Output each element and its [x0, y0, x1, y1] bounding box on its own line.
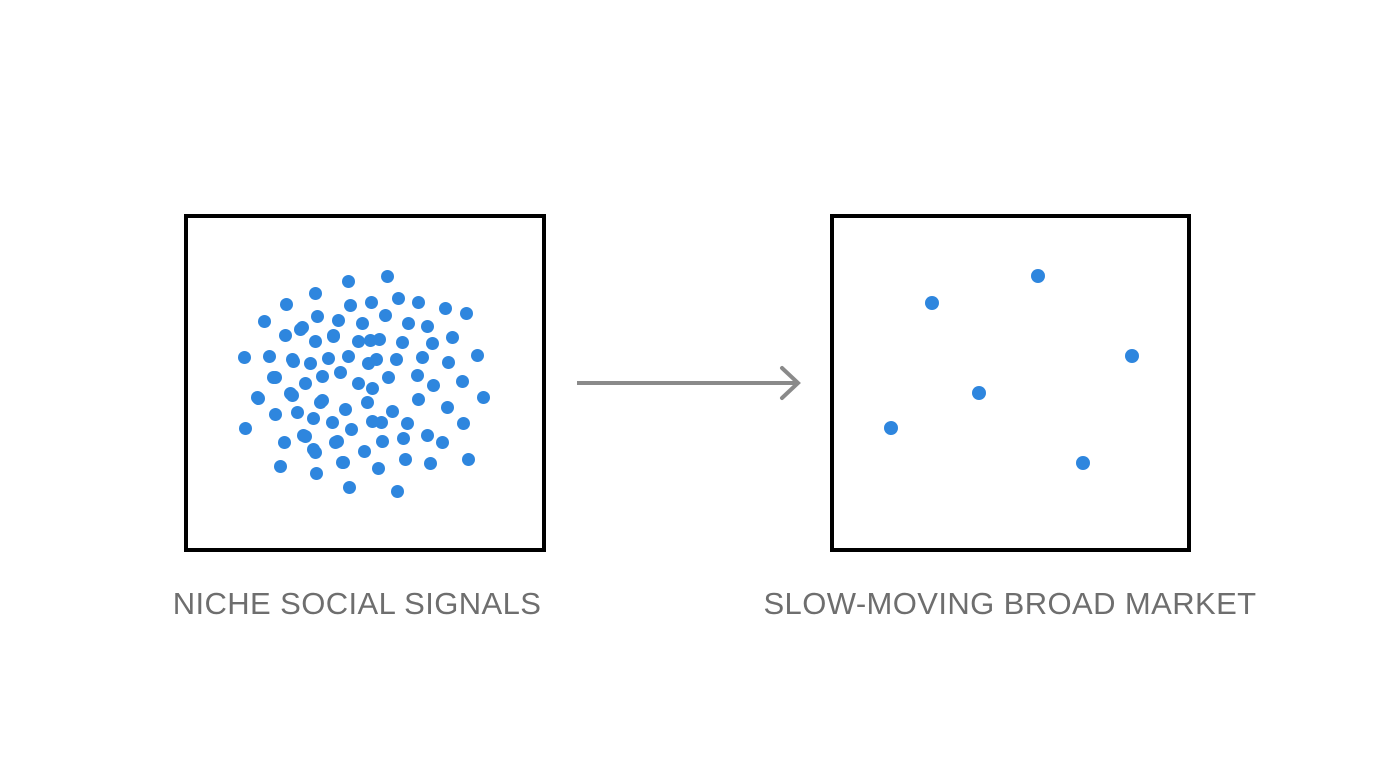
scatter-dot — [285, 352, 299, 366]
scatter-dot — [268, 407, 282, 421]
scatter-dot — [315, 369, 329, 383]
scatter-dot — [420, 319, 434, 333]
scatter-dot — [459, 306, 473, 320]
scatter-dot — [333, 365, 347, 379]
scatter-dot — [438, 301, 452, 315]
scatter-dot — [351, 334, 365, 348]
scatter-dot — [295, 320, 309, 334]
scatter-dot — [461, 452, 475, 466]
scatter-dot — [972, 386, 986, 400]
scatter-dot — [331, 313, 345, 327]
scatter-dot — [364, 295, 378, 309]
scatter-dot — [425, 336, 439, 350]
scatter-dot — [420, 428, 434, 442]
scatter-dot — [266, 370, 280, 384]
scatter-dot — [278, 328, 292, 342]
scatter-dot — [279, 297, 293, 311]
scatter-dot — [389, 352, 403, 366]
scatter-dot — [445, 330, 459, 344]
scatter-dot — [328, 435, 342, 449]
scatter-dot — [884, 421, 898, 435]
scatter-dot — [309, 466, 323, 480]
scatter-dot — [257, 314, 271, 328]
scatter-dot — [476, 390, 490, 404]
scatter-dot — [277, 435, 291, 449]
scatter-dot — [321, 351, 335, 365]
scatter-dot — [341, 274, 355, 288]
scatter-dot — [410, 368, 424, 382]
scatter-dot — [435, 435, 449, 449]
scatter-dot — [342, 480, 356, 494]
scatter-dot — [378, 308, 392, 322]
scatter-dot — [401, 316, 415, 330]
scatter-dot — [336, 455, 350, 469]
scatter-dot — [411, 392, 425, 406]
scatter-dot — [238, 421, 252, 435]
scatter-dot — [400, 416, 414, 430]
scatter-dot — [1076, 456, 1090, 470]
scatter-dot — [343, 298, 357, 312]
scatter-dot — [237, 350, 251, 364]
scatter-dot — [1031, 269, 1045, 283]
scatter-dot — [308, 286, 322, 300]
scatter-dot — [344, 422, 358, 436]
scatter-dot — [426, 378, 440, 392]
scatter-dot — [456, 416, 470, 430]
scatter-dot — [390, 484, 404, 498]
scatter-dot — [455, 374, 469, 388]
scatter-dot — [398, 452, 412, 466]
scatter-dot — [380, 269, 394, 283]
scatter-dot — [395, 335, 409, 349]
scatter-dot — [391, 291, 405, 305]
panel-caption-slow-moving-broad-market: SLOW-MOVING BROAD MARKET — [763, 586, 1257, 621]
scatter-dot — [411, 295, 425, 309]
scatter-dot — [296, 428, 310, 442]
scatter-dot — [361, 356, 375, 370]
scatter-dot — [1125, 349, 1139, 363]
scatter-dot — [313, 395, 327, 409]
scatter-dot — [262, 349, 276, 363]
scatter-box-right — [830, 214, 1191, 552]
flow-arrow — [577, 363, 817, 403]
scatter-dot — [326, 329, 340, 343]
scatter-dot — [365, 381, 379, 395]
panel-caption-niche-social-signals: NICHE SOCIAL SIGNALS — [172, 586, 542, 621]
scatter-dot — [298, 376, 312, 390]
scatter-dot — [357, 444, 371, 458]
scatter-dot — [363, 333, 377, 347]
scatter-dot — [325, 415, 339, 429]
scatter-dot — [308, 445, 322, 459]
scatter-dot — [360, 395, 374, 409]
scatter-dot — [440, 400, 454, 414]
scatter-dot — [925, 296, 939, 310]
arrow-right-icon — [577, 366, 801, 400]
scatter-dots-left — [188, 218, 542, 548]
scatter-dot — [306, 411, 320, 425]
scatter-box-left — [184, 214, 546, 552]
scatter-dot — [251, 391, 265, 405]
scatter-dot — [341, 349, 355, 363]
scatter-dot — [351, 376, 365, 390]
scatter-dot — [303, 356, 317, 370]
scatter-dot — [385, 404, 399, 418]
scatter-dot — [374, 415, 388, 429]
scatter-dot — [338, 402, 352, 416]
scatter-dot — [441, 355, 455, 369]
scatter-dot — [371, 461, 385, 475]
scatter-dot — [415, 350, 429, 364]
scatter-dot — [381, 370, 395, 384]
scatter-dots-right — [834, 218, 1187, 548]
scatter-dot — [355, 316, 369, 330]
scatter-dot — [375, 434, 389, 448]
scatter-dot — [308, 334, 322, 348]
scatter-dot — [310, 309, 324, 323]
scatter-dot — [470, 348, 484, 362]
scatter-dot — [290, 405, 304, 419]
scatter-dot — [285, 388, 299, 402]
scatter-dot — [273, 459, 287, 473]
scatter-dot — [423, 456, 437, 470]
scatter-dot — [396, 431, 410, 445]
